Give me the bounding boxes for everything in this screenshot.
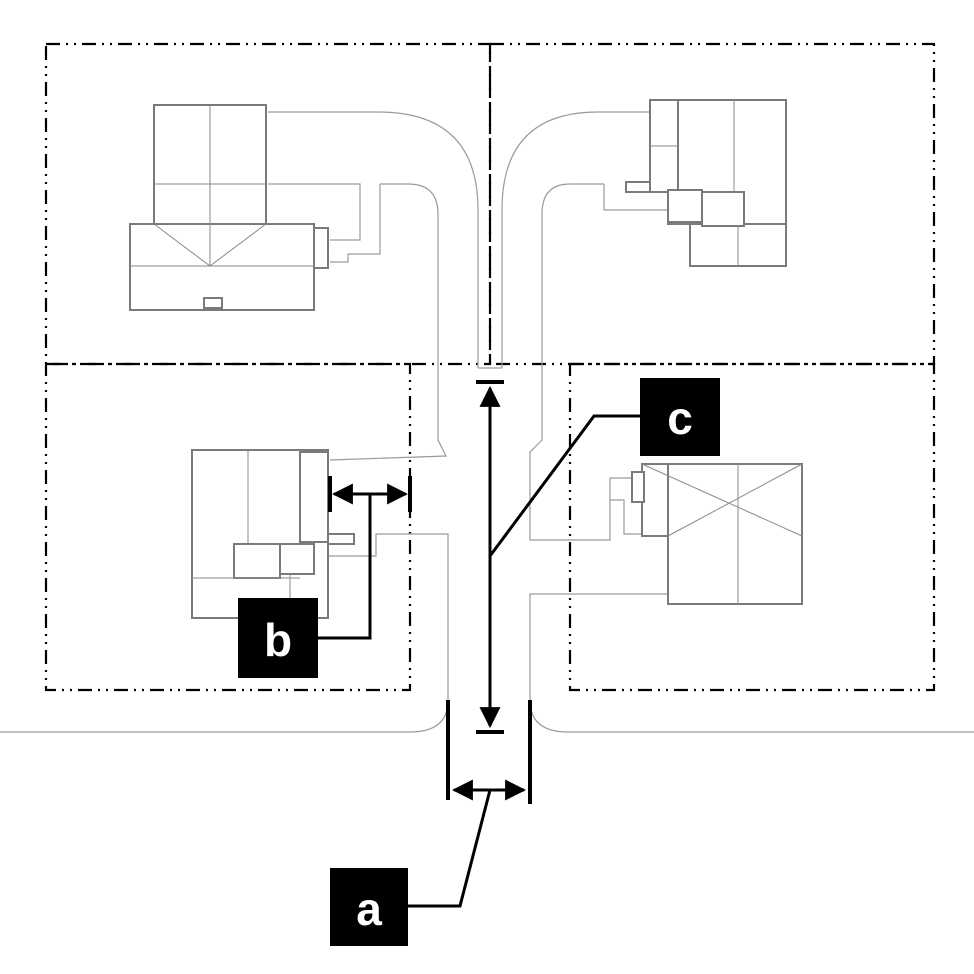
building-bottom-left	[191, 449, 355, 619]
label-b-text: b	[264, 614, 292, 666]
label-a: a	[330, 868, 408, 946]
dimension-c	[476, 380, 642, 734]
driveway-top-left-outer	[268, 111, 479, 368]
path-tl-1	[268, 183, 361, 241]
main-street-right	[529, 699, 974, 733]
label-b: b	[238, 598, 318, 678]
lot-bottom-right	[568, 362, 936, 692]
path-tl-2	[330, 184, 381, 263]
lot-bottom-left	[44, 362, 412, 692]
lot-top-left	[44, 42, 492, 366]
access-road-left-edge	[375, 533, 449, 700]
dimension-a	[404, 700, 532, 908]
access-road-right-edge	[529, 593, 668, 700]
dimension-b	[318, 476, 412, 640]
main-street-left	[0, 699, 449, 733]
driveway-top-right-inner	[529, 183, 632, 541]
roads	[0, 111, 974, 733]
building-top-right	[625, 99, 787, 267]
driveway-top-left-inner	[329, 183, 447, 461]
path-bl-2	[318, 540, 377, 557]
lot-boundaries	[44, 42, 936, 692]
building-bottom-right	[631, 463, 803, 605]
path-tr-1	[603, 184, 668, 211]
driveway-top-right-outer	[501, 111, 650, 368]
lot-top-right	[488, 42, 936, 366]
label-c: c	[640, 378, 720, 456]
label-c-text: c	[667, 392, 693, 444]
label-a-text: a	[356, 883, 382, 935]
building-top-left	[129, 104, 329, 311]
